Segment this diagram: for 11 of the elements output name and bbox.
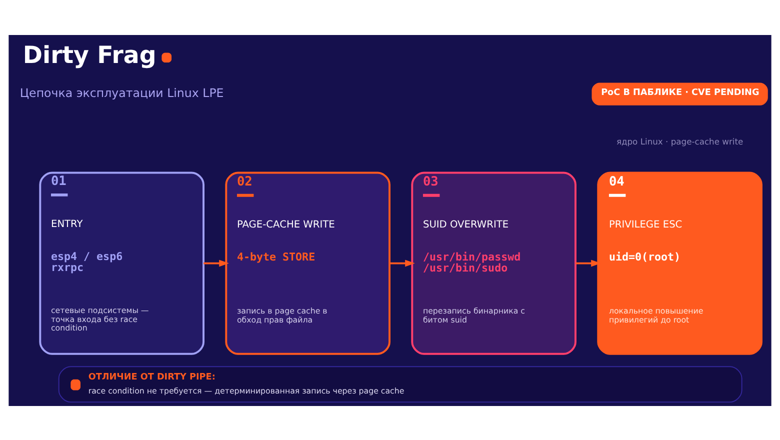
- node-box: PoC В ПАБЛИКЕ · CVE PENDING: [592, 82, 768, 105]
- label: Цепочка эксплуатации Linux LPE: [20, 86, 224, 100]
- node-box: 04 PRIVILEGE ESC uid=0(root) локальное повышение привилегий до root: [597, 171, 762, 354]
- arrow: [390, 259, 415, 266]
- label: ядро Linux · page-cache write: [616, 136, 744, 146]
- arrow: [204, 259, 229, 266]
- node-box: 02 PAGE-CACHE WRITE 4-byte STORE запись в page cache в обход прав файла: [225, 171, 390, 354]
- node-box: 01 ENTRY esp4 / esp6 rxrpc сетевые подсистемы — точка входа без race condition: [39, 171, 204, 354]
- node-box: 03 SUID OVERWRITE /usr/bin/passwd /usr/bin/sudo перезапись бинарника с битом suid: [411, 171, 576, 354]
- diagram-title: Dirty Frag: [22, 40, 156, 68]
- node-box: ОТЛИЧИЕ ОТ DIRTY PIPE: race condition не требуется — детерминированная запись через page cache: [58, 366, 742, 402]
